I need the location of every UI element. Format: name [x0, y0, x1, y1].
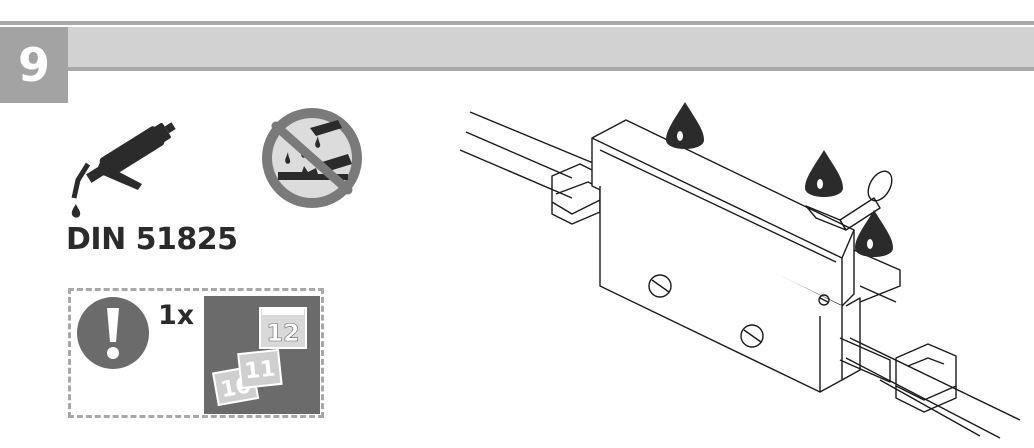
quantity-label: 1x — [158, 300, 195, 331]
step-number-box — [0, 27, 68, 103]
rail-carriage-drawing — [459, 102, 1021, 439]
step-number: 9 — [17, 38, 50, 92]
no-corrosive-icon — [262, 108, 362, 208]
calendar-page-11: 11 — [244, 356, 277, 384]
step-header-bar — [68, 27, 1034, 71]
grease-gun-icon — [71, 122, 176, 218]
calendar-interval-icon: 10 11 12 — [204, 296, 320, 414]
calendar-page-12: 12 — [266, 319, 299, 347]
warning-exclamation-icon — [77, 297, 149, 369]
notice-frame — [68, 288, 324, 418]
oil-drop-icon — [855, 210, 893, 257]
oil-drop-icon — [666, 102, 704, 149]
oil-drop-icon — [805, 150, 843, 197]
top-rule — [0, 21, 1034, 25]
lubricant-standard-label: DIN 51825 — [66, 222, 238, 257]
